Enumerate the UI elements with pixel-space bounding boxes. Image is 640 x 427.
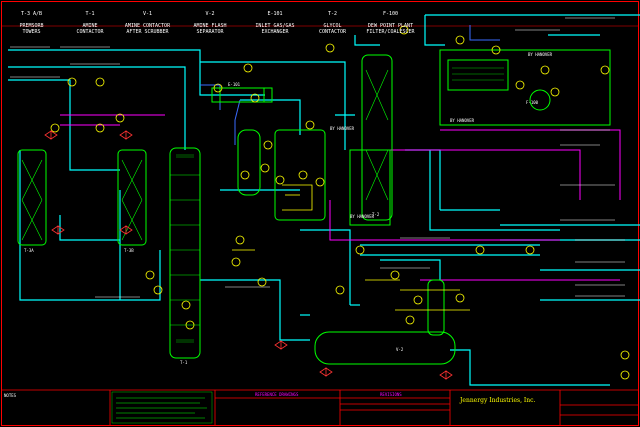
revisions-title: REVISIONS [380,392,402,397]
header-tag: T-2 [327,11,338,17]
company-name: Jennergy Industries, Inc. [460,397,536,404]
notes-title: NOTES [4,393,17,398]
header-col-t1: T-1 AMINE CONTACTOR [65,5,115,35]
header-name: AMINE CONTACTOR AFTER SCRUBBER [124,23,171,35]
references-title: REFERENCE DRAWINGS [255,392,299,397]
title-block [2,389,638,425]
label-by-hanover: BY HANOVER [450,118,475,123]
label-t3a: T-3A [24,248,34,253]
header-col-t2: T-2 GLYCOL CONTACTOR [305,5,360,35]
header-tag: F-100 [382,11,399,17]
header-col-t3: T-3 A/B PREMSORB TOWERS [4,5,59,35]
header-tag: V-2 [205,11,215,17]
header-tag: V-1 [142,11,153,17]
label-t3b: T-3B [124,248,134,253]
header-name: AMINE CONTACTOR [76,23,104,35]
header-col-v1: V-1 AMINE CONTACTOR AFTER SCRUBBER [115,5,180,35]
label-by-hanover: BY HANOVER [330,126,355,131]
label-e101: E-101 [228,82,241,87]
line-annotations [10,17,625,298]
header-col-e101: E-101 INLET GAS/GAS EXCHANGER [245,5,305,35]
valves [44,130,453,380]
header-name: INLET GAS/GAS EXCHANGER [255,23,295,35]
label-t2: T-2 [372,212,380,217]
notes-scribble [116,397,207,419]
header-tag: T-3 A/B [20,11,43,17]
label-t1: T-1 [180,360,188,365]
header-tag: T-1 [85,11,95,17]
equipment [17,49,611,365]
utility-lines [60,114,621,281]
equipment-internals [176,67,504,343]
header-col-f100: F-100 DEW POINT PLANT FILTER/COALESCER [358,5,423,35]
header-tag: E-101 [267,11,283,17]
instruments [50,25,630,380]
header-col-v2: V-2 AMINE FLASH SEPARATOR [180,5,240,35]
header-name: DEW POINT PLANT FILTER/COALESCER [366,23,415,35]
header-name: AMINE FLASH SEPARATOR [193,23,227,35]
label-f100: F-100 [526,100,539,105]
header-name: PREMSORB TOWERS [19,23,44,35]
notes-fill [111,391,213,424]
process-lines [8,14,640,386]
label-by-hanover: BY HANOVER [350,214,375,219]
label-by-hanover: BY HANOVER [528,52,553,57]
label-v2: V-2 [396,347,404,352]
header-name: GLYCOL CONTACTOR [318,23,347,35]
